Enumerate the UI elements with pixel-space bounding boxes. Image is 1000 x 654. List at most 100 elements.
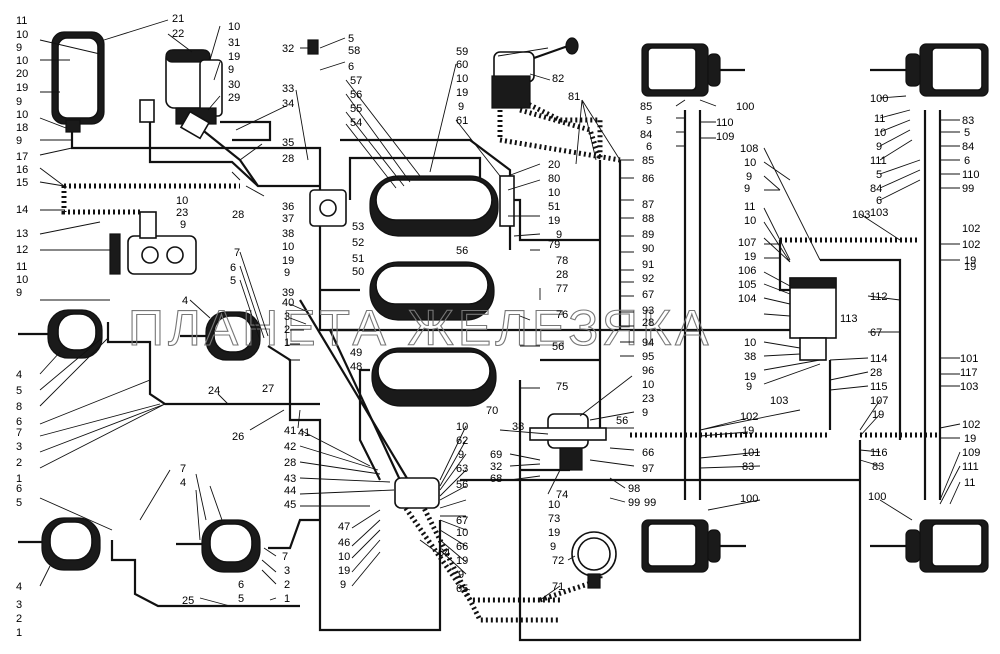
callout-label: 4 — [16, 369, 22, 381]
callout-label: 108 — [740, 143, 758, 155]
callout-label: 28 — [642, 317, 654, 329]
callout-label: 33 — [282, 83, 294, 95]
valve-32 — [307, 39, 319, 55]
callout-label: 7 — [180, 463, 186, 475]
callout-label: 10 — [744, 337, 756, 349]
spring-brake-chamber-bottom-left — [641, 519, 746, 573]
callout-label: 9 — [458, 569, 464, 581]
callout-label: 13 — [16, 228, 28, 240]
callout-label: 3 — [16, 599, 22, 611]
callout-label: 10 — [548, 187, 560, 199]
callout-label: 107 — [738, 237, 756, 249]
callout-label: 30 — [228, 79, 240, 91]
callout-label: 114 — [870, 353, 888, 365]
callout-label: 19 — [228, 51, 240, 63]
callout-numbers: 11 10 9 10 20 19 9 10 18 9 17 16 15 14 1… — [16, 13, 980, 639]
callout-label: 74 — [556, 489, 568, 501]
callout-label: 11 — [744, 201, 755, 213]
callout-label: 99 — [644, 497, 656, 509]
callout-label: 105 — [738, 279, 756, 291]
callout-label: 102 — [962, 223, 980, 235]
brake-chamber-rear-left — [18, 517, 101, 571]
callout-label: 96 — [642, 365, 654, 377]
callout-label: 65 — [456, 583, 468, 595]
brake-chamber-rear-right — [176, 519, 261, 573]
callout-label: 109 — [962, 447, 980, 459]
callout-label: 6 — [238, 579, 244, 591]
callout-label: 12 — [16, 244, 28, 256]
callout-label: 10 — [456, 421, 468, 433]
callout-label: 10 — [16, 55, 28, 67]
spring-brake-chamber-bottom-right — [870, 519, 989, 573]
callout-label: 9 — [16, 135, 22, 147]
callout-label: 10 — [642, 379, 654, 391]
callout-label: 6 — [16, 483, 22, 495]
callout-label: 115 — [870, 381, 888, 393]
callout-label: 19 — [964, 433, 976, 445]
callout-label: 68 — [490, 473, 502, 485]
callout-label: 59 — [456, 46, 468, 58]
callout-label: 71 — [552, 581, 564, 593]
callout-label: 4 — [182, 295, 188, 307]
callout-label: 10 — [744, 215, 756, 227]
callout-label: 19 — [548, 215, 560, 227]
callout-label: 2 — [284, 324, 290, 336]
callout-label: 37 — [282, 213, 294, 225]
callout-label: 28 — [232, 209, 244, 221]
callout-label: 6 — [16, 416, 22, 428]
callout-label: 100 — [868, 491, 886, 503]
callout-label: 102 — [962, 419, 980, 431]
brake-modulator — [394, 477, 440, 509]
callout-label: 42 — [284, 441, 296, 453]
callout-label: 103 — [960, 381, 978, 393]
callout-label: 117 — [960, 367, 978, 379]
callout-label: 19 — [744, 251, 756, 263]
callout-label: 5 — [238, 593, 244, 605]
callout-label: 10 — [176, 195, 188, 207]
air-receiver-3 — [371, 347, 497, 407]
callout-label: 50 — [352, 266, 364, 278]
callout-label: 70 — [486, 405, 498, 417]
callout-label: 2 — [284, 579, 290, 591]
callout-label: 82 — [552, 73, 564, 85]
callout-label: 3 — [16, 441, 22, 453]
callout-label: 72 — [552, 555, 564, 567]
callout-label: 1 — [284, 593, 290, 605]
callout-label: 90 — [642, 243, 654, 255]
callout-label: 84 — [962, 141, 974, 153]
callout-label: 3 — [284, 311, 290, 323]
callout-label: 116 — [870, 447, 888, 459]
callout-label: 22 — [172, 28, 184, 40]
callout-label: 1 — [16, 627, 22, 639]
callout-label: 24 — [208, 385, 220, 397]
callout-label: 46 — [338, 537, 350, 549]
callout-label: 73 — [548, 513, 560, 525]
callout-label: 23 — [642, 393, 654, 405]
callout-label: 9 — [16, 287, 22, 299]
callout-label: 5 — [230, 275, 236, 287]
air-dryer — [139, 49, 223, 140]
callout-label: 54 — [350, 117, 362, 129]
callout-label: 101 — [742, 447, 760, 459]
callout-label: 83 — [742, 461, 754, 473]
callout-label: 7 — [16, 427, 22, 439]
callout-label: 5 — [348, 33, 354, 45]
callout-label: 85 — [640, 101, 652, 113]
callout-label: 7 — [282, 551, 288, 563]
callout-label: 110 — [716, 117, 734, 129]
callout-label: 20 — [16, 68, 28, 80]
air-receiver-2 — [369, 261, 495, 321]
callout-label: 95 — [642, 351, 654, 363]
callout-label: 9 — [284, 267, 290, 279]
callout-label: 11 — [16, 261, 27, 273]
callout-label: 77 — [556, 283, 568, 295]
callout-label: 87 — [642, 199, 654, 211]
callout-label: 9 — [16, 42, 22, 54]
callout-label: 45 — [284, 499, 296, 511]
callout-label: 93 — [642, 305, 654, 317]
callout-label: 99 — [628, 497, 640, 509]
callout-label: 29 — [228, 92, 240, 104]
callout-label: 40 — [282, 297, 294, 309]
callout-label: 99 — [962, 183, 974, 195]
callout-label: 56 — [616, 415, 628, 427]
